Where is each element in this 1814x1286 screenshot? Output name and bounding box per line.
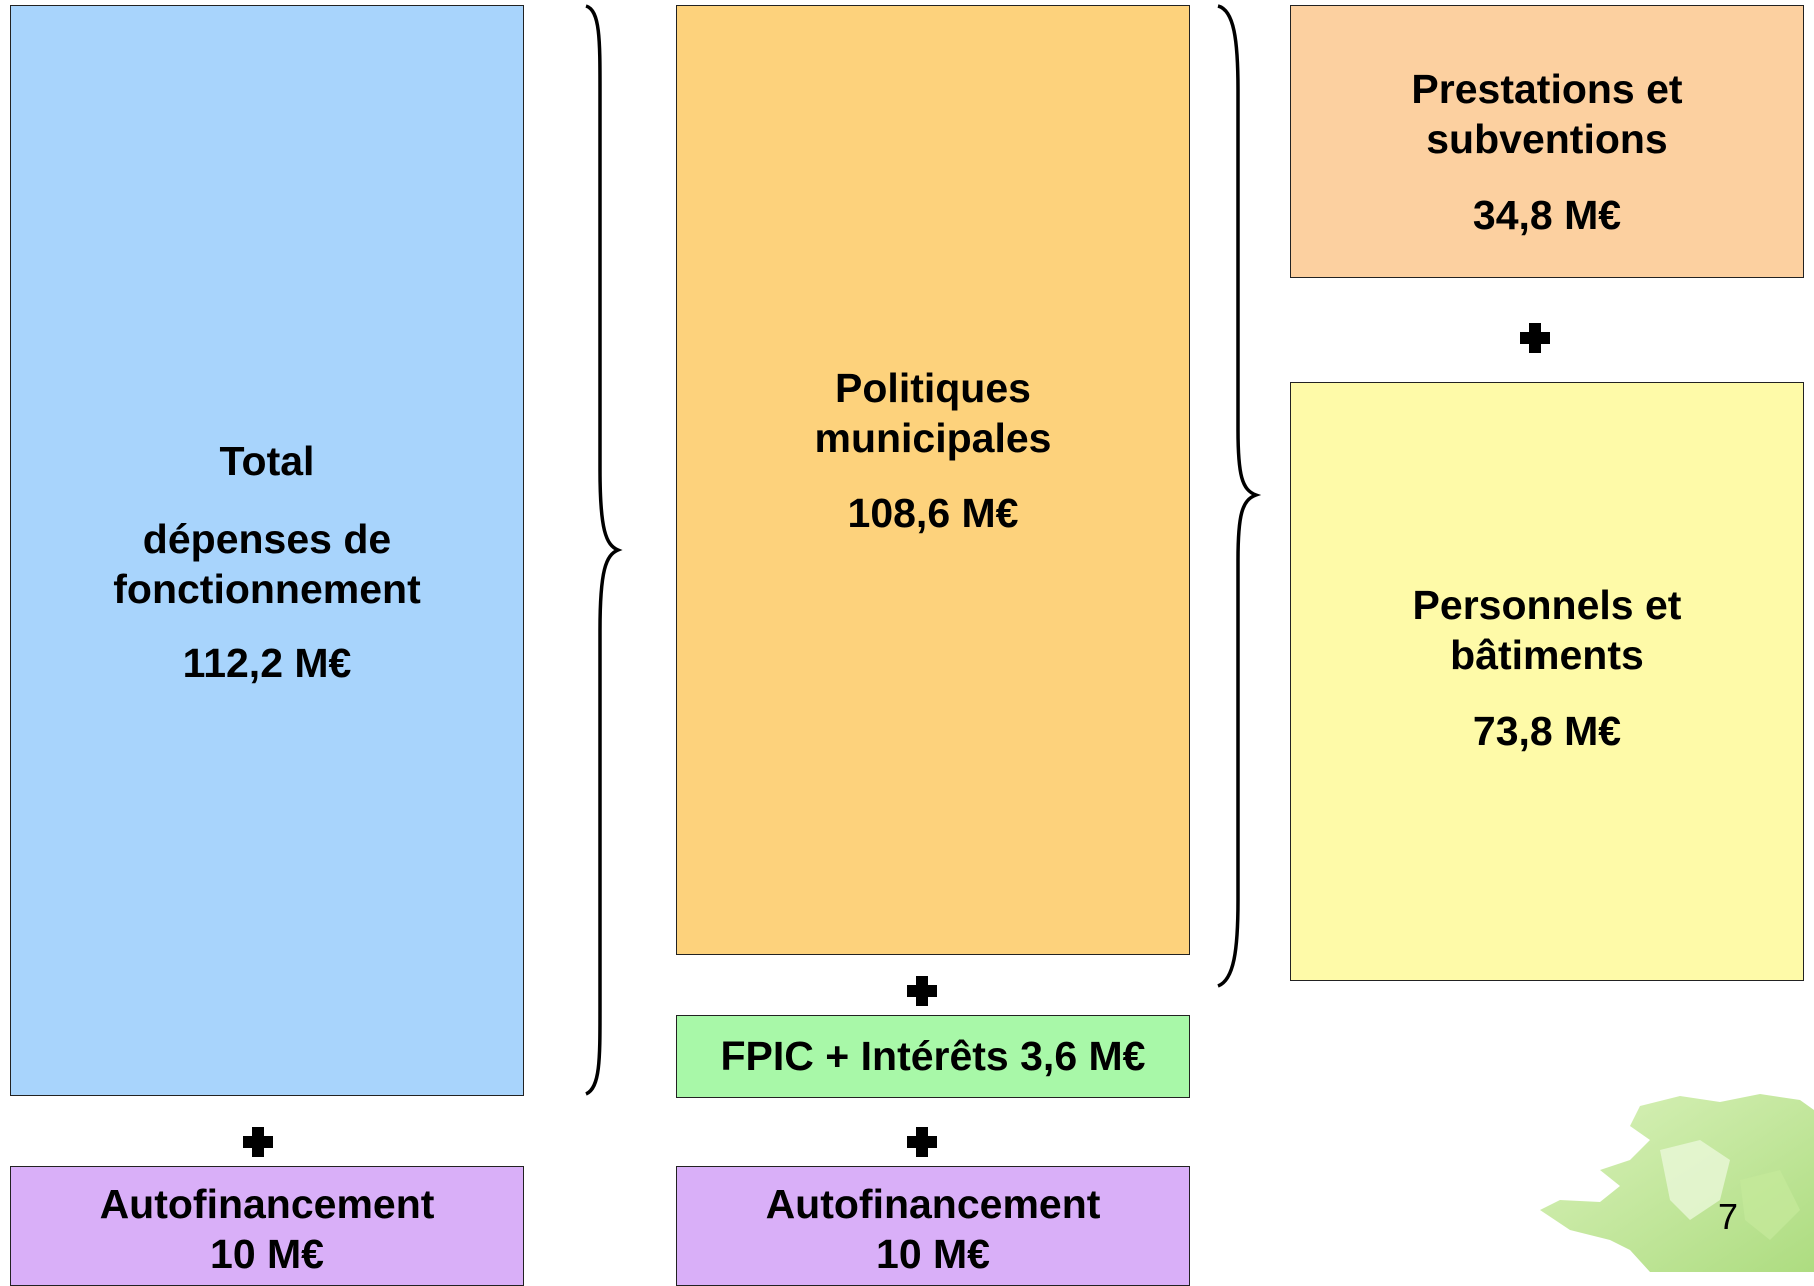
brace-right [1217, 4, 1262, 988]
autofinancement-middle-value: 10 M€ [876, 1231, 990, 1278]
brace-left [585, 4, 623, 1096]
prestations-value: 34,8 M€ [1472, 192, 1622, 239]
page-number: 7 [1718, 1196, 1739, 1237]
personnels-label: Personnels et bâtiments [1412, 582, 1682, 679]
autofinancement-middle-box: Autofinancement 10 M€ [676, 1166, 1190, 1286]
politiques-box: Politiques municipales 108,6 M€ [676, 5, 1190, 955]
total-value: 112,2 M€ [182, 640, 352, 687]
total-subtitle: dépenses de fonctionnement [113, 516, 421, 613]
personnels-value: 73,8 M€ [1472, 708, 1622, 755]
politiques-label: Politiques municipales [814, 365, 1052, 462]
plus-icon [905, 1125, 939, 1159]
map-logo-icon [1540, 1094, 1814, 1272]
plus-icon [1518, 321, 1552, 355]
total-box: Total dépenses de fonctionnement 112,2 M… [10, 5, 524, 1096]
plus-icon [905, 974, 939, 1008]
fpic-box: FPIC + Intérêts 3,6 M€ [676, 1015, 1190, 1098]
total-title: Total [219, 438, 315, 484]
personnels-box: Personnels et bâtiments 73,8 M€ [1290, 382, 1804, 981]
politiques-value: 108,6 M€ [847, 490, 1019, 537]
autofinancement-left-label: Autofinancement [99, 1181, 435, 1227]
autofinancement-middle-label: Autofinancement [765, 1181, 1101, 1227]
autofinancement-left-box: Autofinancement 10 M€ [10, 1166, 524, 1286]
autofinancement-left-value: 10 M€ [210, 1231, 324, 1278]
prestations-label: Prestations et subventions [1411, 66, 1683, 163]
fpic-label: FPIC + Intérêts 3,6 M€ [720, 1033, 1146, 1080]
plus-icon [241, 1125, 275, 1159]
prestations-box: Prestations et subventions 34,8 M€ [1290, 5, 1804, 278]
